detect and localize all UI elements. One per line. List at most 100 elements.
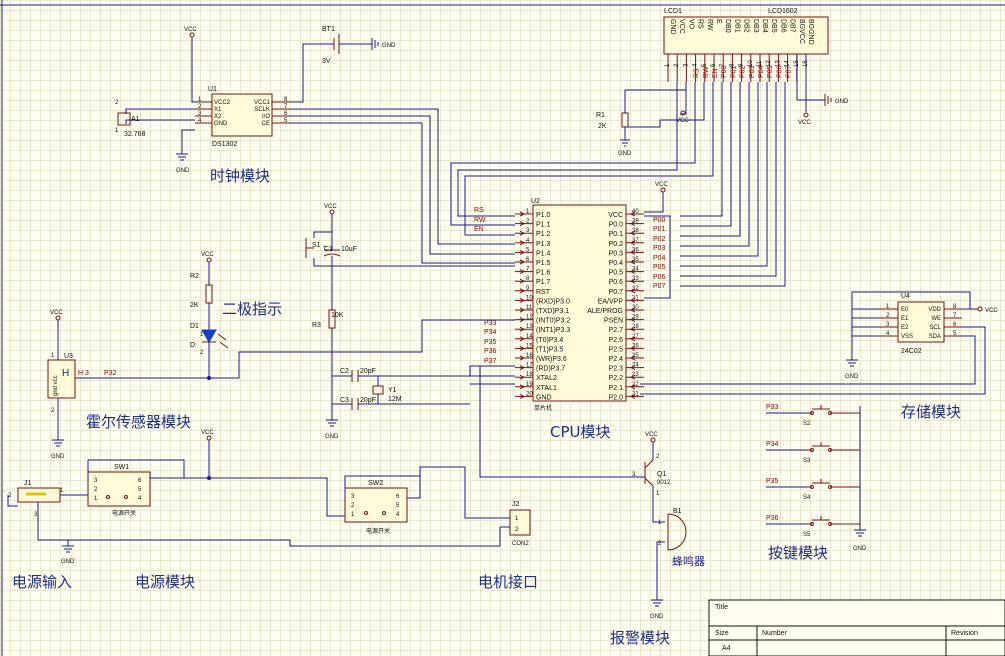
mcu-pin-arrow: [519, 326, 526, 332]
rtc-to-mcu-wires: [289, 108, 515, 264]
net-p06-mcu: P06: [653, 274, 666, 281]
mcu-right-pin-number: 27: [632, 334, 639, 340]
hall-gnd-label: GND: [51, 454, 65, 460]
eeprom-right-pin-number: 8: [953, 304, 957, 310]
key-net-label: P35: [766, 478, 779, 485]
mcu-module: U2 单片机 P1.01P1.12P1.23P1.34P1.45P1.56P1.…: [474, 182, 671, 412]
mcu-left-pin-name: (RXD)P3.0: [536, 298, 570, 305]
lcd-pins: GND1VCC2VO3RS4RSRW5RWE6ENDB07P00DB18P01D…: [665, 19, 814, 82]
mcu-left-pin-number: 4: [526, 238, 530, 244]
rtc-gnd-label: GND: [176, 168, 190, 174]
alarm-circuit: VCC Q1 9012 1 2 3 B1 蜂鸣器 1 2 GND: [474, 365, 705, 620]
mcu-right-pin-number: 33: [632, 276, 639, 282]
mcu-left-pin-name: (RD)P3.7: [536, 366, 565, 373]
key-contact: [810, 522, 814, 526]
lcd-body: [663, 16, 829, 55]
mcu-right-pin-number: 37: [632, 238, 639, 244]
lcd-pin-number: 2: [674, 63, 680, 67]
rtc-right-pin-name: I/O: [262, 114, 270, 120]
lcd-pin-number: 9: [739, 63, 745, 67]
lcd-gnd-label: GND: [835, 99, 849, 105]
mcu-right-pin-name: P0.4: [609, 260, 624, 267]
mcu-pin-arrow: [629, 230, 636, 236]
lcd-pin-name: BGVCC: [798, 19, 805, 44]
eeprom-left-pin-name: E0: [901, 307, 909, 313]
eeprom-body: [897, 301, 945, 343]
mcu-right-pin-number: 30: [632, 305, 639, 311]
net-p01-mcu: P01: [653, 226, 666, 233]
j1-ref: J1: [24, 480, 32, 487]
a1-pin1: 1: [115, 128, 119, 134]
mcu-pin-arrow: [629, 240, 636, 246]
mcu-pin-arrow: [629, 374, 636, 380]
lcd-pin-number: 4: [693, 63, 699, 67]
net-p36-mcu: P36: [484, 348, 497, 355]
c2-value: 20pF: [360, 368, 376, 375]
key-switch-symbol: [806, 479, 860, 488]
title-block: Title Size Number Revision A4: [708, 599, 1005, 656]
net-p03-mcu: P03: [653, 245, 666, 252]
sw1-switch: [87, 471, 151, 507]
mcu-pin-arrow: [519, 393, 526, 399]
hall-module-heading: 霍尔传感器模块: [86, 413, 191, 431]
mcu-pin-arrow: [629, 355, 636, 361]
eeprom-right-pin-name: SCL: [929, 325, 941, 331]
sw-vcc-net: VCC: [201, 430, 214, 436]
r1-gnd-label: GND: [618, 151, 632, 157]
mcu-pin-arrow: [519, 269, 526, 275]
rtc-right-pin-number: 7: [284, 104, 288, 110]
a1-pin2: 2: [115, 100, 119, 106]
hall-vcc-net: VCC: [50, 310, 63, 316]
hall-sensor: VCC U3 H gnd vcc 1 2 H 3 P32 GND: [47, 310, 117, 460]
r1-resistor: VCC R1 2K GND: [596, 82, 705, 157]
mcu-left-pin-number: 9: [526, 286, 530, 292]
mcu-pin-arrow: [629, 259, 636, 265]
mcu-left-pin-name: GND: [536, 394, 552, 401]
q1-pin2: 2: [656, 454, 660, 460]
mcu-left-pin-number: 14: [526, 334, 533, 340]
mcu-left-pin-name: P1.7: [536, 279, 551, 286]
lcd-pin-name: E: [715, 19, 722, 24]
mcu-gnd-label: GND: [325, 434, 339, 440]
hall-ref: U3: [64, 353, 73, 360]
eeprom-right-pin-number: 6: [953, 322, 957, 328]
mcu-pin-arrow: [519, 249, 526, 255]
eeprom-gnd-label: GND: [845, 374, 859, 380]
key-ref: S2: [803, 421, 811, 427]
sw1-pin5: 5: [138, 487, 142, 493]
d1-vcc-net: VCC: [201, 252, 214, 258]
mcu-pin-arrow: [629, 393, 636, 399]
mcu-right-pin-name: VCC: [608, 212, 623, 219]
mcu-left-pin-number: 3: [526, 228, 530, 234]
mcu-right-pin-number: 24: [632, 363, 639, 369]
mcu-right-pin-name: P2.6: [609, 337, 624, 344]
r3-ref: R3: [312, 322, 321, 329]
mcu-right-pin-name: P0.6: [609, 279, 624, 286]
lcd-pin-number: 6: [711, 63, 717, 67]
mcu-left-pin-number: 7: [526, 267, 530, 273]
mcu-right-pin-number: 38: [632, 228, 639, 234]
oscillator: C2 20pF C3 20pF Y1 12M: [332, 365, 515, 410]
eeprom-right-pin-name: VDD: [928, 307, 941, 313]
reset-circuit: VCC S1 + C1 10uF R3 10K GND: [305, 204, 515, 440]
eeprom-left-pin-number: 1: [886, 304, 890, 310]
sw1-ref: SW1: [114, 464, 129, 471]
mcu-pin-arrow: [519, 211, 526, 217]
c2-ref: C2: [340, 368, 349, 375]
key-net-label: P36: [766, 515, 779, 522]
lcd-part: LCD1602: [768, 8, 798, 15]
c3-ref: C3: [340, 397, 349, 404]
mcu-left-pin-number: 13: [526, 324, 533, 330]
lcd-pin-name: BGGND: [807, 19, 814, 45]
key-switch-symbol: [806, 442, 860, 451]
j2-connector: [509, 509, 531, 536]
lcd-pin-net: RS: [694, 68, 701, 78]
mcu-left-pin-number: 18: [526, 372, 533, 378]
mcu-right-pin-name: P2.5: [609, 346, 624, 353]
j2-pin1: 1: [515, 516, 519, 522]
sw1-pin6: 6: [138, 478, 142, 484]
mcu-pin-arrow: [629, 326, 636, 332]
mcu-pin-arrow: [519, 336, 526, 342]
lcd-pin-name: DB0: [724, 19, 731, 33]
rtc-left-pin-number: 4: [198, 118, 202, 124]
